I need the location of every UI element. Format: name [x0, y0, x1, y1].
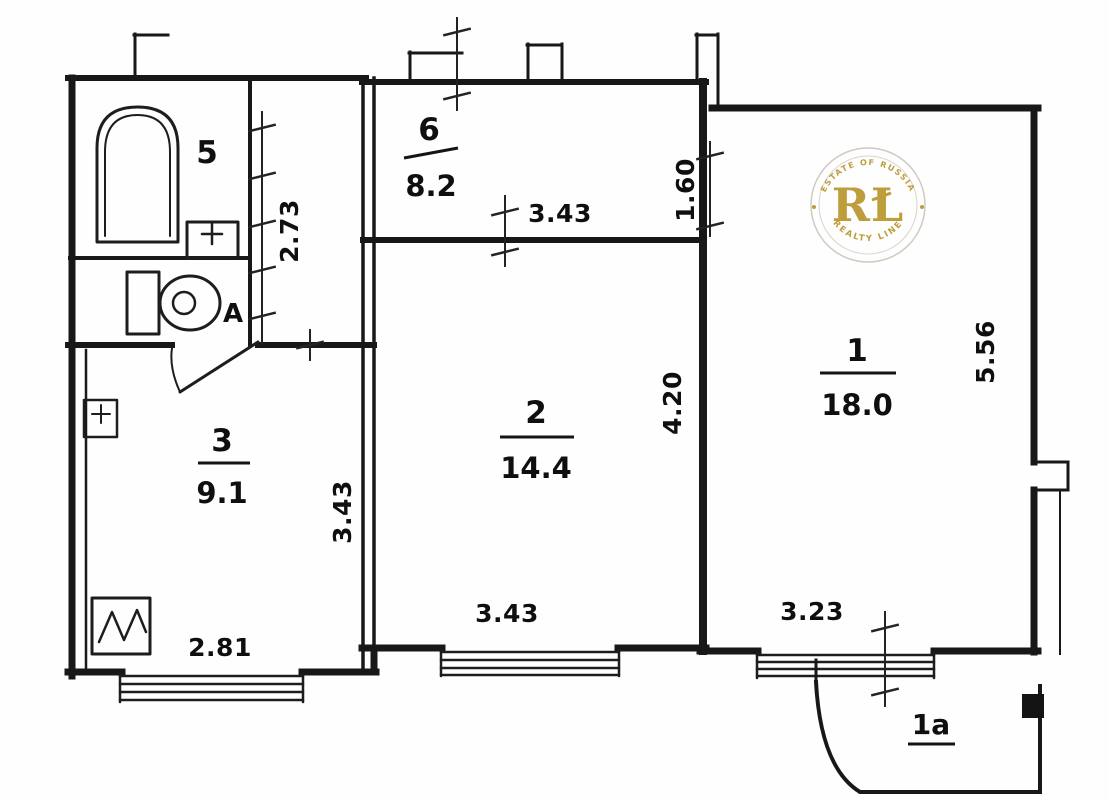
window-room1-icon — [755, 651, 936, 680]
dim-niche-width: 1.60 — [671, 158, 700, 222]
dim-room1-depth: 5.56 — [971, 320, 1000, 384]
outer-walls — [64, 32, 1070, 680]
room2-area: 14.4 — [500, 451, 572, 485]
dim-room2-depth: 4.20 — [658, 371, 687, 435]
logo-outer-ring — [810, 147, 926, 263]
logo-initials: RL — [832, 178, 905, 232]
logo-right-dot — [920, 205, 924, 209]
dim-room3-width: 2.81 — [188, 633, 252, 662]
sink-icon — [185, 220, 240, 260]
room6-area: 8.2 — [405, 169, 456, 203]
washing-machine-icon — [90, 596, 152, 656]
room6-number: 6 — [418, 112, 440, 148]
radiator-icon — [82, 398, 119, 439]
watermark-logo: RL ESTATE OF RUSSIA REALTY LINE — [810, 147, 926, 263]
marker-a: A — [223, 299, 243, 329]
balcony-number: 1a — [912, 708, 950, 741]
room2-number: 2 — [525, 395, 547, 431]
room6-fraction-line — [403, 146, 459, 160]
door-swing-icon — [170, 340, 260, 394]
window-room3-icon — [118, 672, 305, 704]
dim-room6-width: 3.43 — [528, 199, 592, 228]
bathtub-icon — [95, 105, 180, 244]
dim-room2-width: 3.43 — [475, 599, 539, 628]
room3-area: 9.1 — [196, 476, 247, 510]
room-labels: 5 6 8.2 A 3 9.1 2 14.4 1 18.0 1a — [196, 112, 955, 746]
dimension-labels: 2.73 3.43 1.60 5.56 4.20 3.43 2.81 3.43 … — [188, 158, 1000, 662]
room1-area: 18.0 — [821, 388, 893, 422]
room1-number: 1 — [846, 333, 868, 369]
toilet-icon — [125, 270, 222, 336]
balcony-outline — [813, 658, 1044, 794]
room3-number: 3 — [211, 423, 233, 459]
dimension-lines — [247, 17, 900, 707]
logo-inner-ring — [818, 155, 918, 255]
dim-room1-width: 3.23 — [780, 597, 844, 626]
dim-bath-block-height: 2.73 — [275, 199, 304, 263]
logo-left-dot — [812, 205, 816, 209]
interior-walls — [65, 76, 707, 674]
logo-l-slash — [871, 191, 892, 202]
window-room2-icon — [439, 648, 621, 678]
dim-room3-depth: 3.43 — [328, 480, 357, 544]
room5-number: 5 — [196, 135, 218, 171]
